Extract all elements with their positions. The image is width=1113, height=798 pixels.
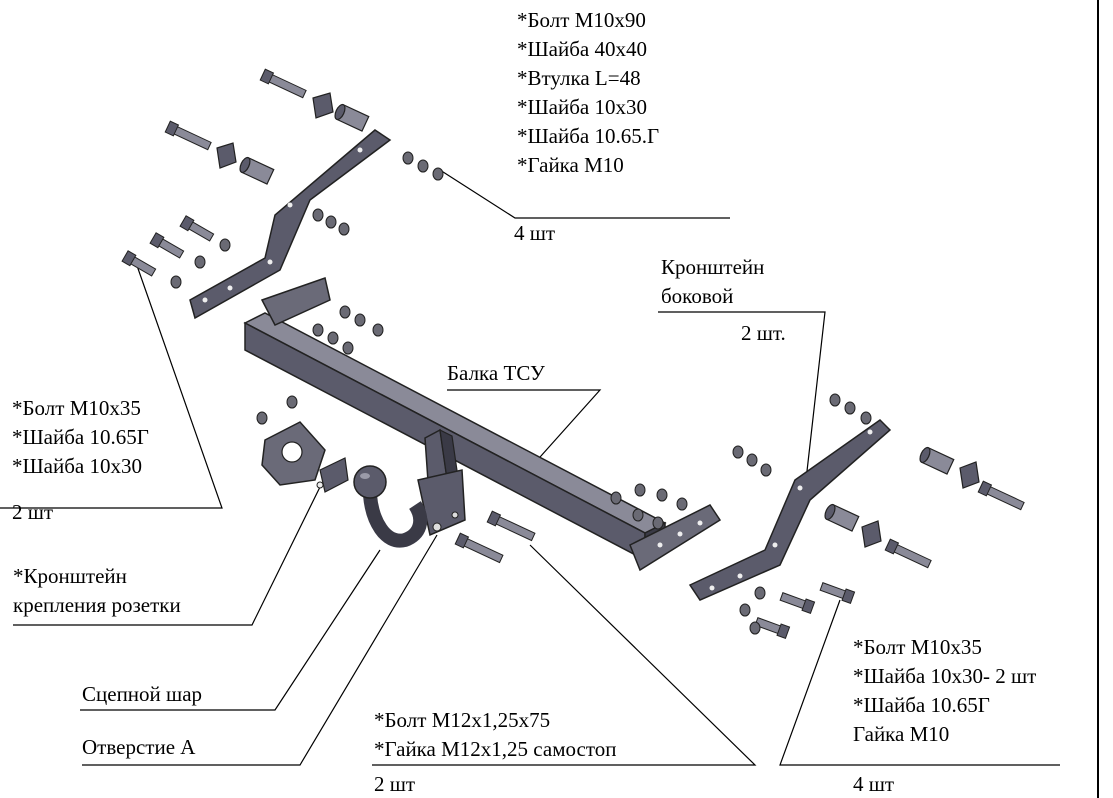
bracket-side-line: боковой (661, 284, 734, 308)
hardware-item: *Втулка L=48 (517, 66, 641, 90)
hardware-item: *Гайка М10 (517, 153, 624, 177)
hardware-item: *Болт М10х35 (853, 635, 982, 659)
bracket-side-qty: 2 шт. (741, 321, 786, 345)
hardware-item: *Шайба 10.65Г (853, 693, 990, 717)
hardware-item: *Шайба 10х30 (517, 95, 647, 119)
beam-label: Балка ТСУ (447, 361, 545, 385)
right-qty: 4 шт (853, 772, 895, 796)
top-right-hardware-list: *Болт М10х90 *Шайба 40х40 *Втулка L=48 *… (517, 6, 659, 180)
hardware-item: *Шайба 10х30 (12, 454, 142, 478)
right-hardware-list: *Болт М10х35 *Шайба 10х30- 2 шт *Шайба 1… (853, 633, 1036, 749)
bolts (121, 68, 1025, 640)
tow-ball-assembly (353, 428, 466, 548)
towbar-beam (243, 277, 722, 572)
bracket-side-label: Кронштейн боковой (661, 253, 764, 311)
socket-bracket-label: *Кронштейн крепления розетки (13, 562, 181, 620)
hardware-item: *Гайка М12х1,25 самостоп (374, 737, 617, 761)
hardware-item: *Шайба 10х30- 2 шт (853, 664, 1037, 688)
tow-ball-label: Сцепной шар (82, 682, 203, 706)
bottom-qty: 2 шт (374, 772, 416, 796)
left-qty: 2 шт (12, 500, 54, 524)
socket-bracket (261, 421, 349, 493)
left-hardware-list: *Болт М10х35 *Шайба 10.65Г *Шайба 10х30 (12, 394, 149, 481)
hardware-item: *Шайба 40х40 (517, 37, 647, 61)
socket-bracket-line: *Кронштейн (13, 564, 127, 588)
left-side-bracket (189, 129, 392, 320)
hole-a-label: Отверстие А (82, 735, 196, 759)
bottom-hardware-list: *Болт М12х1,25х75 *Гайка М12х1,25 самост… (374, 706, 616, 764)
hardware-item: *Болт М10х90 (517, 8, 646, 32)
square-washers-and-sleeves (216, 92, 980, 548)
hole-a (432, 522, 442, 532)
right-side-bracket (688, 419, 892, 601)
nuts-and-washers (170, 151, 872, 635)
hardware-item: *Шайба 10.65.Г (517, 124, 660, 148)
socket-bracket-line: крепления розетки (13, 593, 181, 617)
hardware-item: *Шайба 10.65Г (12, 425, 149, 449)
hardware-item: Гайка М10 (853, 722, 950, 746)
tow-ball (353, 465, 387, 499)
top-right-qty: 4 шт (514, 221, 556, 245)
hardware-item: *Болт М12х1,25х75 (374, 708, 551, 732)
leader-lines (0, 169, 1060, 766)
hardware-item: *Болт М10х35 (12, 396, 141, 420)
bracket-side-line: Кронштейн (661, 255, 765, 279)
